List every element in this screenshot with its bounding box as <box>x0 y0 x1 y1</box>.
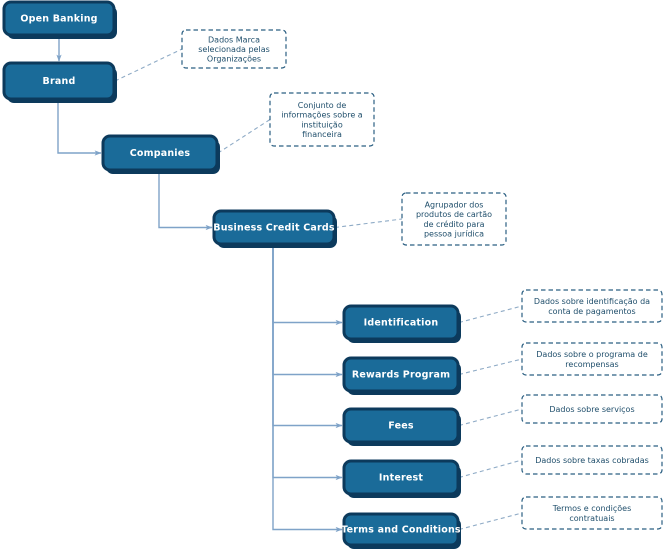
node-label: Fees <box>388 421 414 432</box>
note-line: instituição <box>301 120 343 129</box>
node-identification[interactable]: Identification <box>342 304 461 343</box>
note-line: pessoa jurídica <box>424 229 484 238</box>
connector-bcc-to-rewards-program <box>272 244 343 378</box>
node-box[interactable] <box>212 209 336 246</box>
note-line: Agrupador dos <box>425 201 484 210</box>
node-box[interactable] <box>342 459 460 496</box>
node-label: Identification <box>364 318 439 329</box>
note-line: Dados Marca <box>208 35 260 44</box>
note-line: de crédito para <box>423 219 484 229</box>
note-line: Conjunto de <box>298 101 347 110</box>
note-line: Dados sobre identificação da <box>534 297 650 306</box>
leader-note-business-credit-cards <box>334 218 403 229</box>
note-line: contratuais <box>569 514 614 523</box>
node-box[interactable] <box>342 407 460 444</box>
node-terms-and-conditions[interactable]: Terms and Conditions <box>341 512 461 549</box>
node-box[interactable] <box>342 304 460 341</box>
node-label: Brand <box>43 76 76 87</box>
note-box <box>521 289 663 323</box>
leader-note-companies <box>217 119 271 154</box>
note-interest: Dados sobre taxas cobradas <box>521 445 663 475</box>
note-box <box>521 342 663 376</box>
node-box[interactable] <box>2 61 116 101</box>
node-open-banking[interactable]: Open Banking <box>2 0 117 39</box>
node-label: Rewards Program <box>352 370 450 381</box>
connector-bcc-to-fees <box>272 244 343 429</box>
node-label: Interest <box>379 473 423 484</box>
note-line: Dados sobre serviços <box>549 405 634 414</box>
leader-note-identification <box>458 305 523 324</box>
leader-layer <box>114 48 523 531</box>
node-box[interactable] <box>342 356 460 393</box>
leader-note-terms <box>458 512 523 531</box>
connector-brand-to-companies <box>57 99 102 156</box>
node-box[interactable] <box>101 134 219 172</box>
note-line: recompensas <box>565 360 618 369</box>
node-label: Business Credit Cards <box>213 223 335 234</box>
node-business-credit-cards[interactable]: Business Credit Cards <box>212 209 337 248</box>
connector-companies-to-business-credit-cards <box>158 170 213 231</box>
node-companies[interactable]: Companies <box>101 134 220 174</box>
node-brand[interactable]: Brand <box>2 61 117 103</box>
note-line: Dados sobre o programa de <box>536 350 648 359</box>
note-line: financeira <box>302 130 342 139</box>
node-label: Terms and Conditions <box>341 525 461 536</box>
leader-note-brand <box>114 48 183 82</box>
node-box[interactable] <box>342 512 460 547</box>
note-line: Termos e condições <box>552 504 632 513</box>
node-label: Open Banking <box>20 14 97 25</box>
note-box <box>181 29 287 69</box>
connector-layer <box>56 35 343 533</box>
connector-bcc-to-identification <box>272 244 343 326</box>
note-line: Organizações <box>207 55 261 64</box>
connector-bcc-to-terms-and-conditions <box>272 244 343 533</box>
note-fees: Dados sobre serviços <box>521 394 663 424</box>
note-line: informações sobre a <box>281 111 362 120</box>
node-box[interactable] <box>2 0 116 37</box>
note-box <box>269 92 375 147</box>
note-box <box>521 394 663 424</box>
note-line: Dados sobre taxas cobradas <box>535 456 649 465</box>
leader-note-rewards-program <box>458 358 523 376</box>
note-line: conta de pagamentos <box>548 307 635 316</box>
node-rewards-program[interactable]: Rewards Program <box>342 356 461 395</box>
leader-note-fees <box>458 408 523 427</box>
note-box <box>401 192 507 246</box>
leader-note-interest <box>458 459 523 479</box>
note-box <box>521 496 663 530</box>
node-fees[interactable]: Fees <box>342 407 461 446</box>
note-box <box>521 445 663 475</box>
node-label: Companies <box>130 148 191 159</box>
connector-bcc-to-interest <box>272 244 343 481</box>
note-line: produtos de cartão <box>416 210 492 219</box>
node-interest[interactable]: Interest <box>342 459 461 498</box>
note-line: selecionada pelas <box>198 45 270 54</box>
